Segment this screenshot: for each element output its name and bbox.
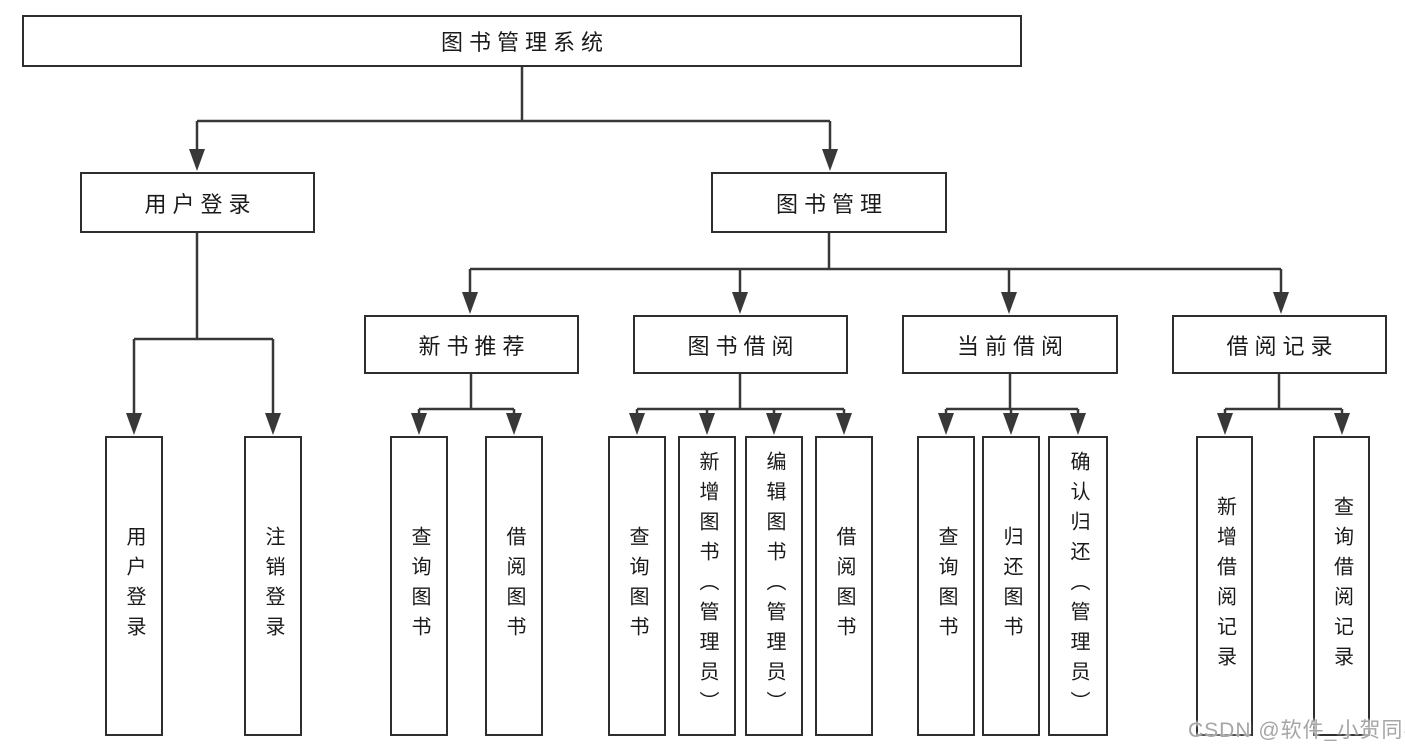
arrowhead-icon [1217, 413, 1233, 435]
node-user-login: 用户登录 [80, 172, 315, 233]
leaf-nbr-query-book: 查询图书 [390, 436, 448, 736]
arrowhead-icon [938, 413, 954, 435]
connector-book-mgmt-to-level3 [468, 233, 1283, 294]
leaf-bb-borrow-book: 借阅图书 [815, 436, 873, 736]
arrowhead-icon [822, 149, 838, 171]
leaf-nbr-borrow-book: 借阅图书 [485, 436, 543, 736]
arrowhead-icon [766, 413, 782, 435]
leaf-br-add-record: 新增借阅记录 [1196, 436, 1253, 736]
node-borrow-records: 借阅记录 [1172, 315, 1387, 374]
connector-borrow-record-to-leaves [1223, 374, 1344, 416]
arrowhead-icon [1003, 413, 1019, 435]
leaf-user-login: 用户登录 [105, 436, 163, 736]
leaf-br-query-record: 查询借阅记录 [1313, 436, 1370, 736]
arrowhead-icon [699, 413, 715, 435]
arrowheads [126, 149, 1350, 435]
leaf-logout: 注销登录 [244, 436, 302, 736]
connector-book-borrow-to-leaves [635, 374, 846, 416]
connector-new-book-rec-to-leaves [417, 374, 516, 416]
node-current-borrow: 当前借阅 [902, 315, 1118, 374]
node-library-management-system: 图书管理系统 [22, 15, 1022, 67]
arrowhead-icon [506, 413, 522, 435]
leaf-cb-query-book: 查询图书 [917, 436, 975, 736]
leaf-bb-query-book: 查询图书 [608, 436, 666, 736]
arrowhead-icon [126, 413, 142, 435]
leaf-bb-add-book-admin: 新增图书（管理员） [678, 436, 736, 736]
watermark: CSDN @软件_小贺同学 [1188, 719, 1405, 742]
arrowhead-icon [732, 292, 748, 314]
arrowhead-icon [629, 413, 645, 435]
arrowhead-icon [411, 413, 427, 435]
arrowhead-icon [1273, 292, 1289, 314]
arrowhead-icon [265, 413, 281, 435]
connector-root-to-level2 [195, 66, 832, 151]
arrowhead-icon [1001, 292, 1017, 314]
arrowhead-icon [836, 413, 852, 435]
arrowhead-icon [1070, 413, 1086, 435]
leaf-cb-confirm-return-admin: 确认归还（管理员） [1048, 436, 1108, 736]
arrowhead-icon [189, 149, 205, 171]
node-book-borrow: 图书借阅 [633, 315, 848, 374]
node-book-management: 图书管理 [711, 172, 947, 233]
connector-user-login-to-leaves [132, 233, 275, 416]
leaf-cb-return-book: 归还图书 [982, 436, 1040, 736]
arrowhead-icon [462, 292, 478, 314]
leaf-bb-edit-book-admin: 编辑图书（管理员） [745, 436, 803, 736]
arrowhead-icon [1334, 413, 1350, 435]
connector-current-borrow-to-leaves [944, 374, 1080, 416]
node-new-book-recommend: 新书推荐 [364, 315, 579, 374]
